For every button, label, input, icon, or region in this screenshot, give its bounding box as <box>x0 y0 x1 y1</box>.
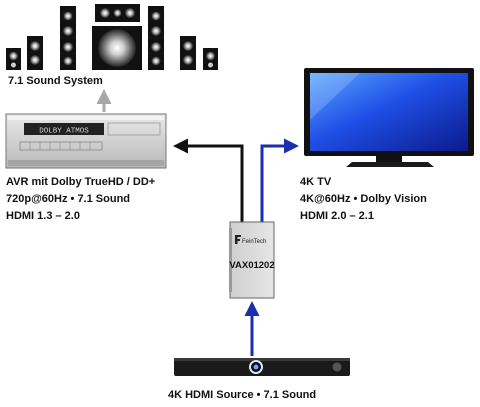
tv-link-arrow <box>260 138 299 222</box>
speaker-system-label: 7.1 Sound System <box>8 75 103 87</box>
avr-label-hdmi: HDMI 1.3 – 2.0 <box>6 210 80 222</box>
extractor-brand: FeinTech <box>242 239 266 245</box>
tv-label-title: 4K TV <box>300 176 332 188</box>
avr-link-arrow <box>173 138 244 222</box>
av-receiver-icon: DOLBY ATMOS <box>5 113 167 169</box>
source-label: 4K HDMI Source • 7.1 Sound <box>168 389 316 401</box>
speaker-system-icon <box>6 4 218 70</box>
avr-display-text: DOLBY ATMOS <box>39 128 89 136</box>
extractor-model: VAX01202 <box>229 260 274 271</box>
avr-display <box>24 123 104 135</box>
audio-extractor-device <box>229 221 275 299</box>
avr-label-model: AVR mit Dolby TrueHD / DD+ <box>6 176 155 188</box>
feintech-logo-icon <box>235 235 241 244</box>
avr-label-format: 720p@60Hz • 7.1 Sound <box>6 193 130 205</box>
hdmi-source-device-icon <box>174 358 350 376</box>
tv-label-hdmi: HDMI 2.0 – 2.1 <box>300 210 374 222</box>
tv-icon <box>304 68 474 167</box>
tv-label-format: 4K@60Hz • Dolby Vision <box>300 193 427 205</box>
